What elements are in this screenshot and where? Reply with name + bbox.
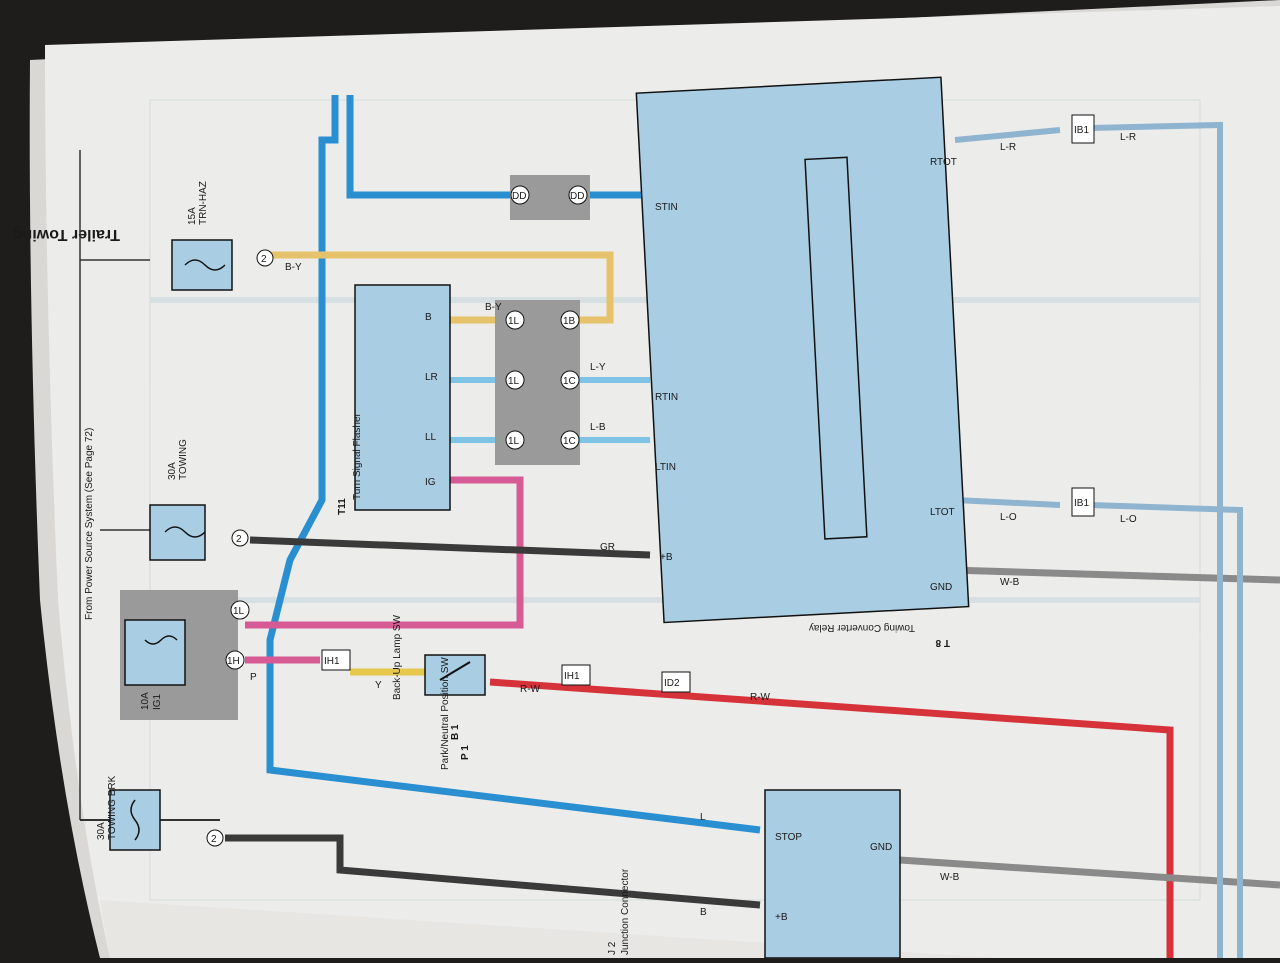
relay-code: T 8 xyxy=(935,637,950,648)
lbl-p: P xyxy=(250,672,257,683)
switch-conn-in: IH1 xyxy=(324,656,340,667)
out-ib1-a: IB1 xyxy=(1074,498,1089,509)
relay-pin-rtot: RTOT xyxy=(930,157,957,168)
stin-junction: DD DD xyxy=(510,175,590,220)
jb-1l-c: 1L xyxy=(508,436,520,447)
jb-1c-b: 1C xyxy=(563,436,576,447)
lbl-lr: L-R xyxy=(1000,142,1016,153)
fuse-trnhaz-conn: 2 xyxy=(261,254,267,265)
lbl-lr2: L-R xyxy=(1120,132,1136,143)
jb-1c-a: 1C xyxy=(563,376,576,387)
relay-pin-gnd: GND xyxy=(930,582,952,593)
fuse-towing-rating: 30A xyxy=(167,462,178,480)
switch-name2: Back-Up Lamp SW xyxy=(392,614,403,700)
switch-name: Park/Neutral Position SW xyxy=(440,657,451,770)
source-note: From Power Source System (See Page 72) xyxy=(84,428,95,620)
jc-code: J 2 xyxy=(607,941,618,955)
page-header-text: Trailer Towing xyxy=(13,226,120,243)
fuse-trn-haz: 15A TRN-HAZ 2 xyxy=(171,181,274,291)
fuse-brk-rating: 30A xyxy=(96,822,107,840)
junction-connector: +B STOP GND J 2 Junction Connector xyxy=(607,789,901,959)
fuse-ig1-rating: 10A xyxy=(140,692,151,710)
flasher-pin-ig: IG xyxy=(425,477,436,488)
relay-pin-ltot: LTOT xyxy=(930,507,955,518)
fuse-trnhaz-rating: 15A xyxy=(187,207,198,225)
page-header: Trailer Towing xyxy=(13,226,120,243)
lbl-rw: R-W xyxy=(520,684,541,695)
flasher-code: T11 xyxy=(337,498,348,515)
flasher-pin-ll: LL xyxy=(425,432,437,443)
switch-j1: ID2 xyxy=(664,678,680,689)
flasher-pin-lr: LR xyxy=(425,372,438,383)
fuse-brk-conn: 2 xyxy=(211,834,217,845)
turn-signal-flasher: T11 Turn Signal Flasher B LR LL IG xyxy=(337,284,451,515)
relay-pin-b: +B xyxy=(660,552,673,563)
jb-1b: 1B xyxy=(563,316,576,327)
stin-dd-b: DD xyxy=(570,191,584,202)
stin-dd-a: DD xyxy=(512,191,526,202)
fuse-towing-name: TOWING xyxy=(178,439,189,480)
lbl-lo: L-O xyxy=(1000,512,1017,523)
lbl-gr: GR xyxy=(600,542,615,553)
jc-pin-gnd: GND xyxy=(870,842,892,853)
fuse-trnhaz-name: TRN-HAZ xyxy=(198,181,209,225)
fuse-ig1-name: IG1 xyxy=(152,693,163,710)
relay-name: Towing Converter Relay xyxy=(809,622,915,633)
fuse-towing: 30A TOWING 2 xyxy=(149,439,249,561)
lbl-rw2: R-W xyxy=(750,692,771,703)
lbl-l: L xyxy=(700,812,706,823)
lbl-lo2: L-O xyxy=(1120,514,1137,525)
switch-conn-out: IH1 xyxy=(564,671,580,682)
out-ib1-b: IB1 xyxy=(1074,125,1089,136)
flasher-name: Turn Signal Flasher xyxy=(352,412,363,500)
lbl-b: B xyxy=(700,907,707,918)
junction-block: 1L 1L 1L 1B 1C 1C xyxy=(495,300,580,465)
fuse-ig1-conn-b: 1L xyxy=(233,606,245,617)
wire-labels: B-Y B-Y L-Y L-B GR R-W R-W W-B W-B L-O L… xyxy=(250,132,1137,918)
jb-1l-b: 1L xyxy=(508,376,520,387)
fuse-towing-conn: 2 xyxy=(236,534,242,545)
relay-pin-stin: STIN xyxy=(655,202,678,213)
lbl-ly: L-Y xyxy=(590,362,606,373)
towing-converter-relay: T 8 Towing Converter Relay +B GND LTIN R… xyxy=(635,76,970,648)
lbl-lb: L-B xyxy=(590,422,606,433)
lbl-by2: B-Y xyxy=(485,302,502,313)
park-neutral-switch: P 1 B 1 Park/Neutral Position SW Back-Up… xyxy=(321,614,691,770)
flasher-pin-b: B xyxy=(425,312,432,323)
lbl-wb2: W-B xyxy=(940,872,960,883)
relay-pin-rtin: RTIN xyxy=(655,392,678,403)
jb-1l-a: 1L xyxy=(508,316,520,327)
fuse-towing-brk: 30A TOWING BRK 2 xyxy=(96,775,224,851)
lbl-wb: W-B xyxy=(1000,577,1020,588)
jc-name: Junction Connector xyxy=(620,868,631,955)
relay-pin-ltin: LTIN xyxy=(655,462,676,473)
jc-pin-b: +B xyxy=(775,912,788,923)
switch-sub: B 1 xyxy=(450,724,461,740)
jc-pin-stop: STOP xyxy=(775,832,802,843)
lbl-y: Y xyxy=(375,680,382,691)
fuse-brk-name: TOWING BRK xyxy=(107,775,118,840)
switch-code: P 1 xyxy=(460,745,471,760)
output-connectors: IB1 IB1 xyxy=(1071,114,1095,517)
fuse-ig1-conn-a: 1H xyxy=(227,656,240,667)
fuse-ig1: 10A IG1 1H 1L xyxy=(120,590,250,720)
lbl-by: B-Y xyxy=(285,262,302,273)
